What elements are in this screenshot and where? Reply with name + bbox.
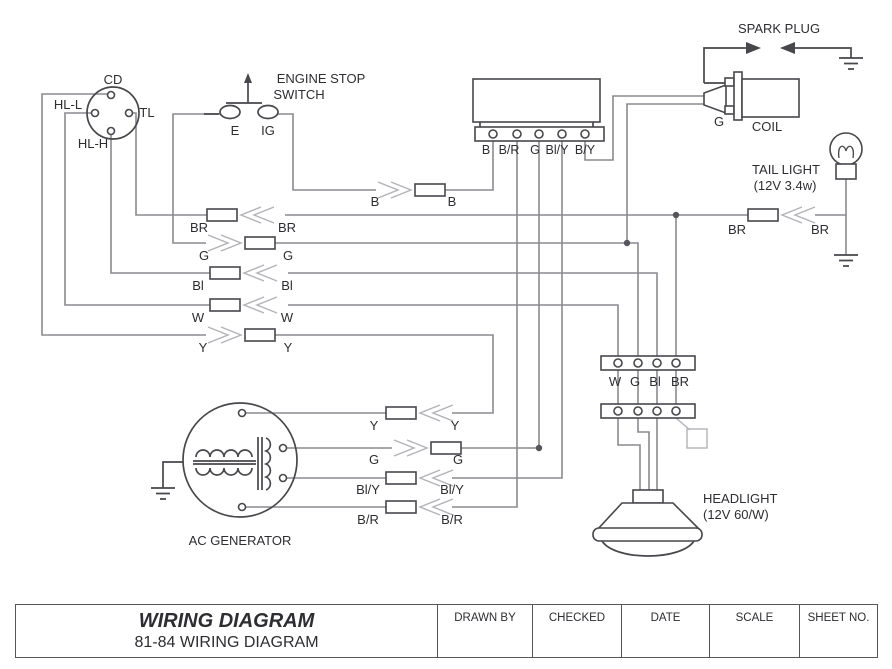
row-g-left: G (199, 248, 209, 263)
strip-label-w: W (609, 374, 622, 389)
tail-wire-label-right: BR (811, 222, 829, 237)
genrow-g-left: G (369, 452, 379, 467)
switch-label-2: SWITCH (273, 87, 324, 102)
row-br-right: BR (278, 220, 296, 235)
title-block-col-drawn-by: DRAWN BY (437, 605, 532, 657)
row-y-right: Y (284, 340, 293, 355)
genrow-g-right: G (453, 452, 463, 467)
row-br-left: BR (190, 220, 208, 235)
generator-core-vertical (257, 437, 263, 490)
genrow-bly-right: Bl/Y (440, 482, 464, 497)
wiring-lines (41, 93, 847, 508)
tail-light-label-2: (12V 3.4w) (754, 178, 817, 193)
switch-label-1: ENGINE STOP (277, 71, 366, 86)
title-block-col-date: DATE (621, 605, 709, 657)
junction-dot (535, 444, 543, 452)
genrow-br-left: B/R (357, 512, 379, 527)
row-bl-left: Bl (192, 278, 204, 293)
ignition-coil: G COIL (703, 71, 800, 134)
headlight-label-2: (12V 60/W) (703, 507, 769, 522)
strip-label-bl: Bl (649, 374, 661, 389)
generator-coil-right (263, 437, 272, 491)
genrow-bly-left: Bl/Y (356, 482, 380, 497)
cdi-terminal-g: G (530, 143, 540, 157)
title-block-col-sheet-no: SHEET NO. (799, 605, 877, 657)
tail-wire-label-left: BR (728, 222, 746, 237)
row-y-left: Y (199, 340, 208, 355)
spark-arrow-right-icon (780, 42, 795, 54)
bulb-filament-icon (837, 145, 855, 159)
junction-dot (672, 211, 680, 219)
headlight-label-1: HEADLIGHT (703, 491, 777, 506)
spark-plug-label: SPARK PLUG (738, 21, 820, 36)
cd-connector: CD HL-L TL HL-H (54, 72, 155, 151)
coil-terminal-g: G (714, 114, 724, 129)
ground-icon (838, 57, 864, 70)
ac-generator-label: AC GENERATOR (189, 533, 292, 548)
row-w-right: W (281, 310, 294, 325)
row-g-right: G (283, 248, 293, 263)
generator-coil-top (195, 449, 253, 458)
cd-pin-label-hl-l: HL-L (54, 97, 82, 112)
switch-arrow-icon (244, 73, 252, 83)
drawing-subtitle: 81-84 WIRING DIAGRAM (134, 633, 319, 651)
generator-coil-bottom (195, 467, 253, 476)
spark-plug: SPARK PLUG (703, 21, 864, 83)
cdi-terminal-by: B/Y (575, 143, 596, 157)
strip-label-g: G (630, 374, 640, 389)
switch-terminal-e: E (231, 123, 240, 138)
cd-pin-label-tl: TL (139, 105, 154, 120)
strip-labels: W G Bl BR (609, 374, 689, 389)
cd-pin-tl (124, 108, 134, 118)
title-block-left: WIRING DIAGRAM 81-84 WIRING DIAGRAM (16, 605, 437, 657)
cd-pin-label-hl-h: HL-H (78, 136, 108, 151)
row-b-left: B (371, 194, 380, 209)
genrow-y-right: Y (451, 418, 460, 433)
cd-pin-hl-l (90, 108, 100, 118)
generator-core (193, 460, 256, 465)
spark-arrow-left-icon (746, 42, 761, 54)
connector-strip-upper (600, 355, 696, 371)
strip-label-br: BR (671, 374, 689, 389)
wiring-diagram-canvas: CD HL-L TL HL-H ENGINE STOP SWITCH E IG … (41, 21, 864, 557)
cdi-terminal-b: B (482, 143, 490, 157)
junction-dot (623, 239, 631, 247)
connector-plug-square (686, 428, 708, 449)
row-b-right: B (448, 194, 457, 209)
connector-strip-lower (600, 403, 708, 449)
cdi-terminal-br: B/R (499, 143, 520, 157)
cd-pin-top (106, 90, 116, 100)
tail-light-label-1: TAIL LIGHT (752, 162, 820, 177)
coil-label: COIL (752, 119, 782, 134)
title-block: WIRING DIAGRAM 81-84 WIRING DIAGRAM DRAW… (15, 604, 878, 658)
headlight: HEADLIGHT (12V 60/W) (592, 489, 777, 557)
switch-terminal-ig: IG (261, 123, 275, 138)
cd-label: CD (104, 72, 123, 87)
cdi-unit: B B/R G Bl/Y B/Y (472, 78, 605, 157)
ground-icon (150, 487, 176, 500)
genrow-y-left: Y (370, 418, 379, 433)
ac-generator: AC GENERATOR (150, 402, 298, 548)
left-row-labels: B B BR BR G G Bl Bl W W Y Y (190, 194, 456, 355)
cdi-terminal-bly: Bl/Y (546, 143, 570, 157)
inline-connectors (206, 181, 816, 516)
drawing-title: WIRING DIAGRAM (138, 609, 315, 632)
genrow-br-right: B/R (441, 512, 463, 527)
coil-plug (703, 83, 727, 115)
tail-light: TAIL LIGHT (12V 3.4w) BR BR (728, 132, 863, 267)
ground-icon (833, 254, 859, 267)
engine-stop-switch: ENGINE STOP SWITCH E IG (204, 71, 365, 138)
title-block-col-scale: SCALE (709, 605, 799, 657)
row-bl-right: Bl (281, 278, 293, 293)
cd-pin-hl-h (106, 126, 116, 136)
generator-row-labels: Y Y G G Bl/Y Bl/Y B/R B/R (356, 418, 464, 527)
title-block-col-checked: CHECKED (532, 605, 621, 657)
row-w-left: W (192, 310, 205, 325)
